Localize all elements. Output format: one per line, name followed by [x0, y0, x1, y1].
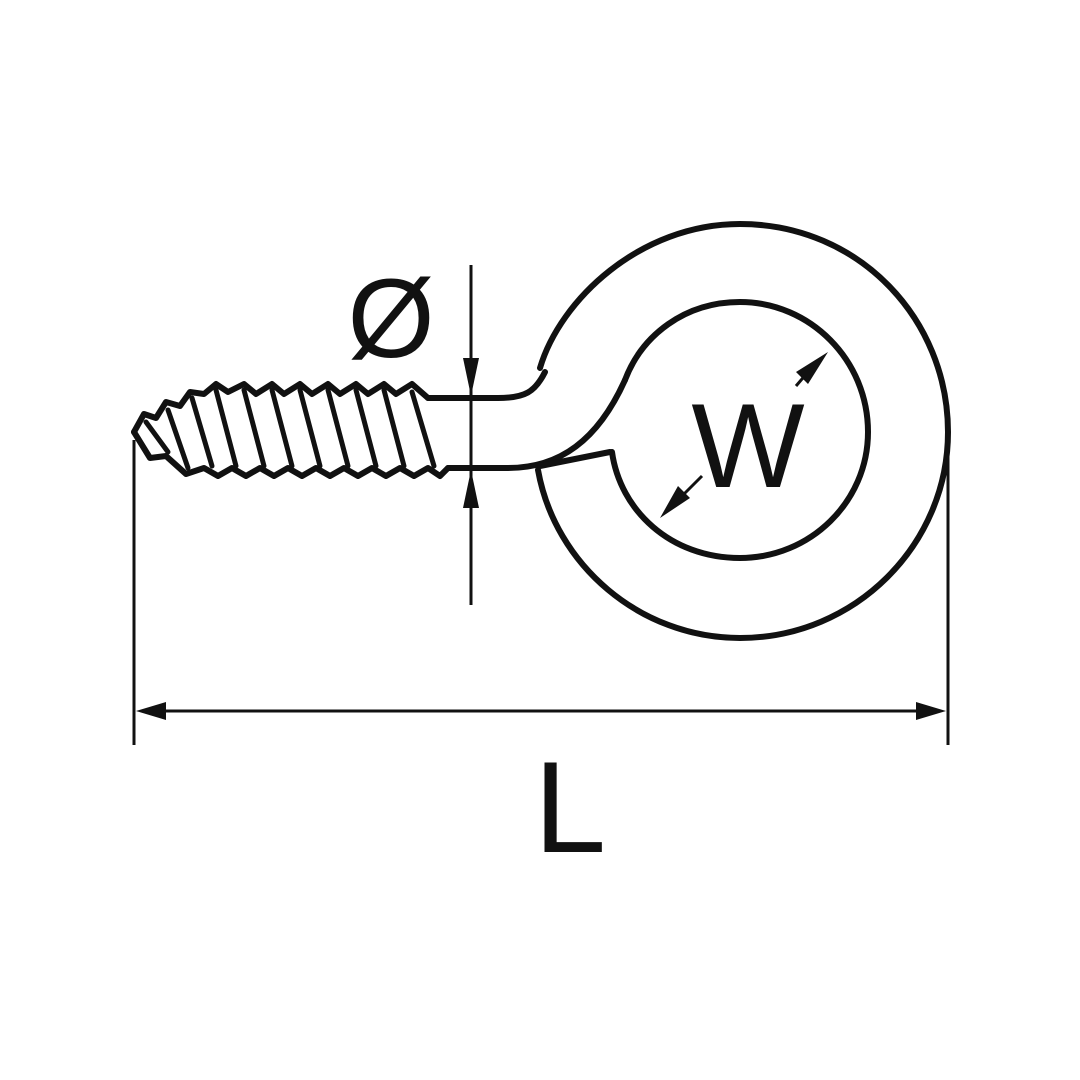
- diameter-arrow-bottom: [463, 470, 479, 508]
- threaded-section: [131, 381, 451, 479]
- thread-line: [269, 387, 295, 469]
- length-arrow-right: [916, 702, 946, 720]
- length-arrow-left: [136, 702, 166, 720]
- thread-line: [213, 387, 239, 469]
- diameter-label: Ø: [347, 256, 434, 381]
- inner-width-arrow-lower: [660, 486, 690, 518]
- diameter-arrow-top: [463, 358, 479, 396]
- thread-line: [143, 419, 171, 455]
- thread-line: [189, 395, 215, 469]
- thread-line: [325, 387, 351, 469]
- length-label: L: [534, 734, 606, 880]
- thread-line: [165, 407, 191, 471]
- length-dimension: [132, 440, 950, 745]
- eye-closure-line: [537, 449, 613, 469]
- thread-lines: [143, 387, 437, 471]
- inner-width-arrow-upper: [796, 352, 828, 384]
- thread-line: [409, 389, 437, 469]
- thread-line: [353, 387, 379, 469]
- shank-top-line: [425, 369, 548, 401]
- shank-bottom-line: [445, 377, 628, 471]
- diameter-dimension: [463, 265, 479, 605]
- thread-profile-top: [131, 381, 431, 435]
- shank: [425, 369, 628, 471]
- thread-line: [241, 387, 267, 469]
- thread-line: [297, 387, 323, 469]
- thread-line: [381, 387, 407, 469]
- inner-width-dimension: [660, 352, 828, 518]
- inner-width-label: W: [691, 379, 804, 513]
